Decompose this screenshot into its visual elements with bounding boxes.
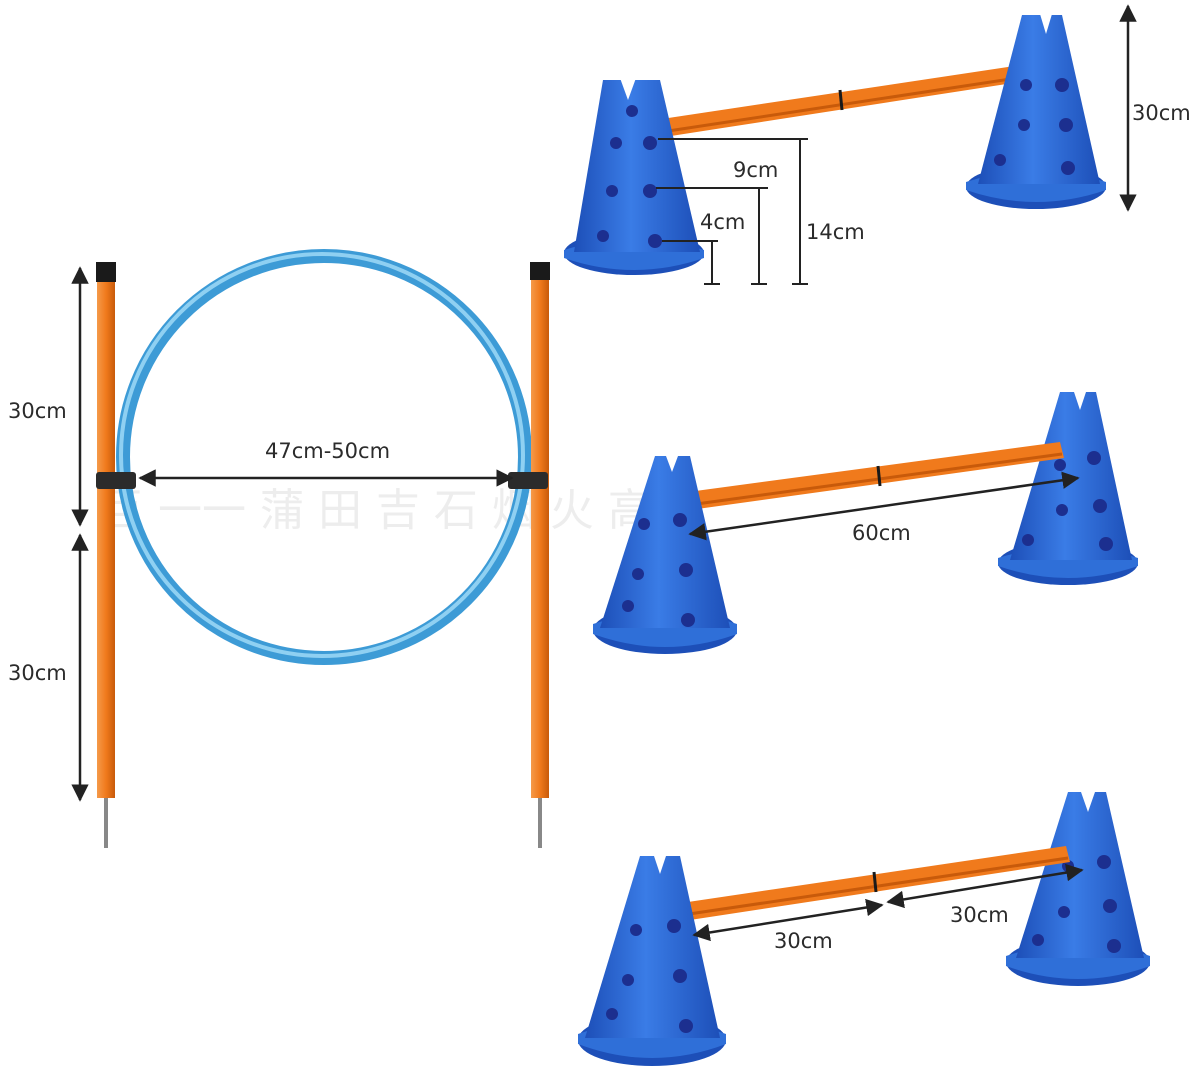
hoop-set: 30cm 30cm 47cm-50cm bbox=[8, 249, 550, 848]
level-14cm-label: 14cm bbox=[806, 220, 865, 244]
left-half-arrow bbox=[692, 898, 884, 942]
svg-text:巨 一一 蒲 田 吉 石 烟 火 高: 巨 一一 蒲 田 吉 石 烟 火 高 bbox=[100, 485, 652, 536]
right-pole bbox=[508, 262, 550, 848]
level-9cm-label: 9cm bbox=[733, 158, 778, 182]
pole-lower-label: 30cm bbox=[8, 661, 67, 685]
span-arrow bbox=[688, 471, 1080, 541]
hoop-ring-highlight bbox=[119, 252, 525, 658]
middle-bar bbox=[688, 442, 1064, 510]
cone-height-figure: 30cm 9cm 4cm 14cm bbox=[564, 4, 1191, 285]
cone-total-height-label: 30cm bbox=[1132, 101, 1191, 125]
right-half-arrow bbox=[886, 863, 1084, 909]
level-4cm-label: 4cm bbox=[700, 210, 745, 234]
bottom-right-cone bbox=[1006, 792, 1150, 986]
hurdle-halves-figure: 30cm 30cm bbox=[578, 792, 1150, 1066]
bottom-left-cone bbox=[578, 856, 726, 1066]
level-9cm-bracket bbox=[656, 187, 768, 285]
right-half-label: 30cm bbox=[950, 903, 1009, 927]
hole bbox=[643, 136, 657, 150]
level-4cm-bracket bbox=[662, 240, 720, 285]
span-label: 60cm bbox=[852, 521, 911, 545]
middle-right-cone bbox=[998, 392, 1138, 585]
hurdle-width-figure: 60cm bbox=[593, 392, 1138, 654]
hoop-diameter-label: 47cm-50cm bbox=[265, 439, 390, 463]
level-14cm-bracket bbox=[658, 138, 808, 285]
pole-upper-label: 30cm bbox=[8, 399, 67, 423]
left-pole bbox=[96, 262, 136, 848]
left-half-label: 30cm bbox=[774, 929, 833, 953]
top-bar bbox=[654, 64, 1032, 138]
top-left-cone bbox=[564, 78, 704, 275]
top-right-cone bbox=[966, 14, 1106, 209]
bottom-bar bbox=[688, 846, 1070, 920]
watermark: 巨 一一 蒲 田 吉 石 烟 火 高 bbox=[100, 485, 652, 536]
